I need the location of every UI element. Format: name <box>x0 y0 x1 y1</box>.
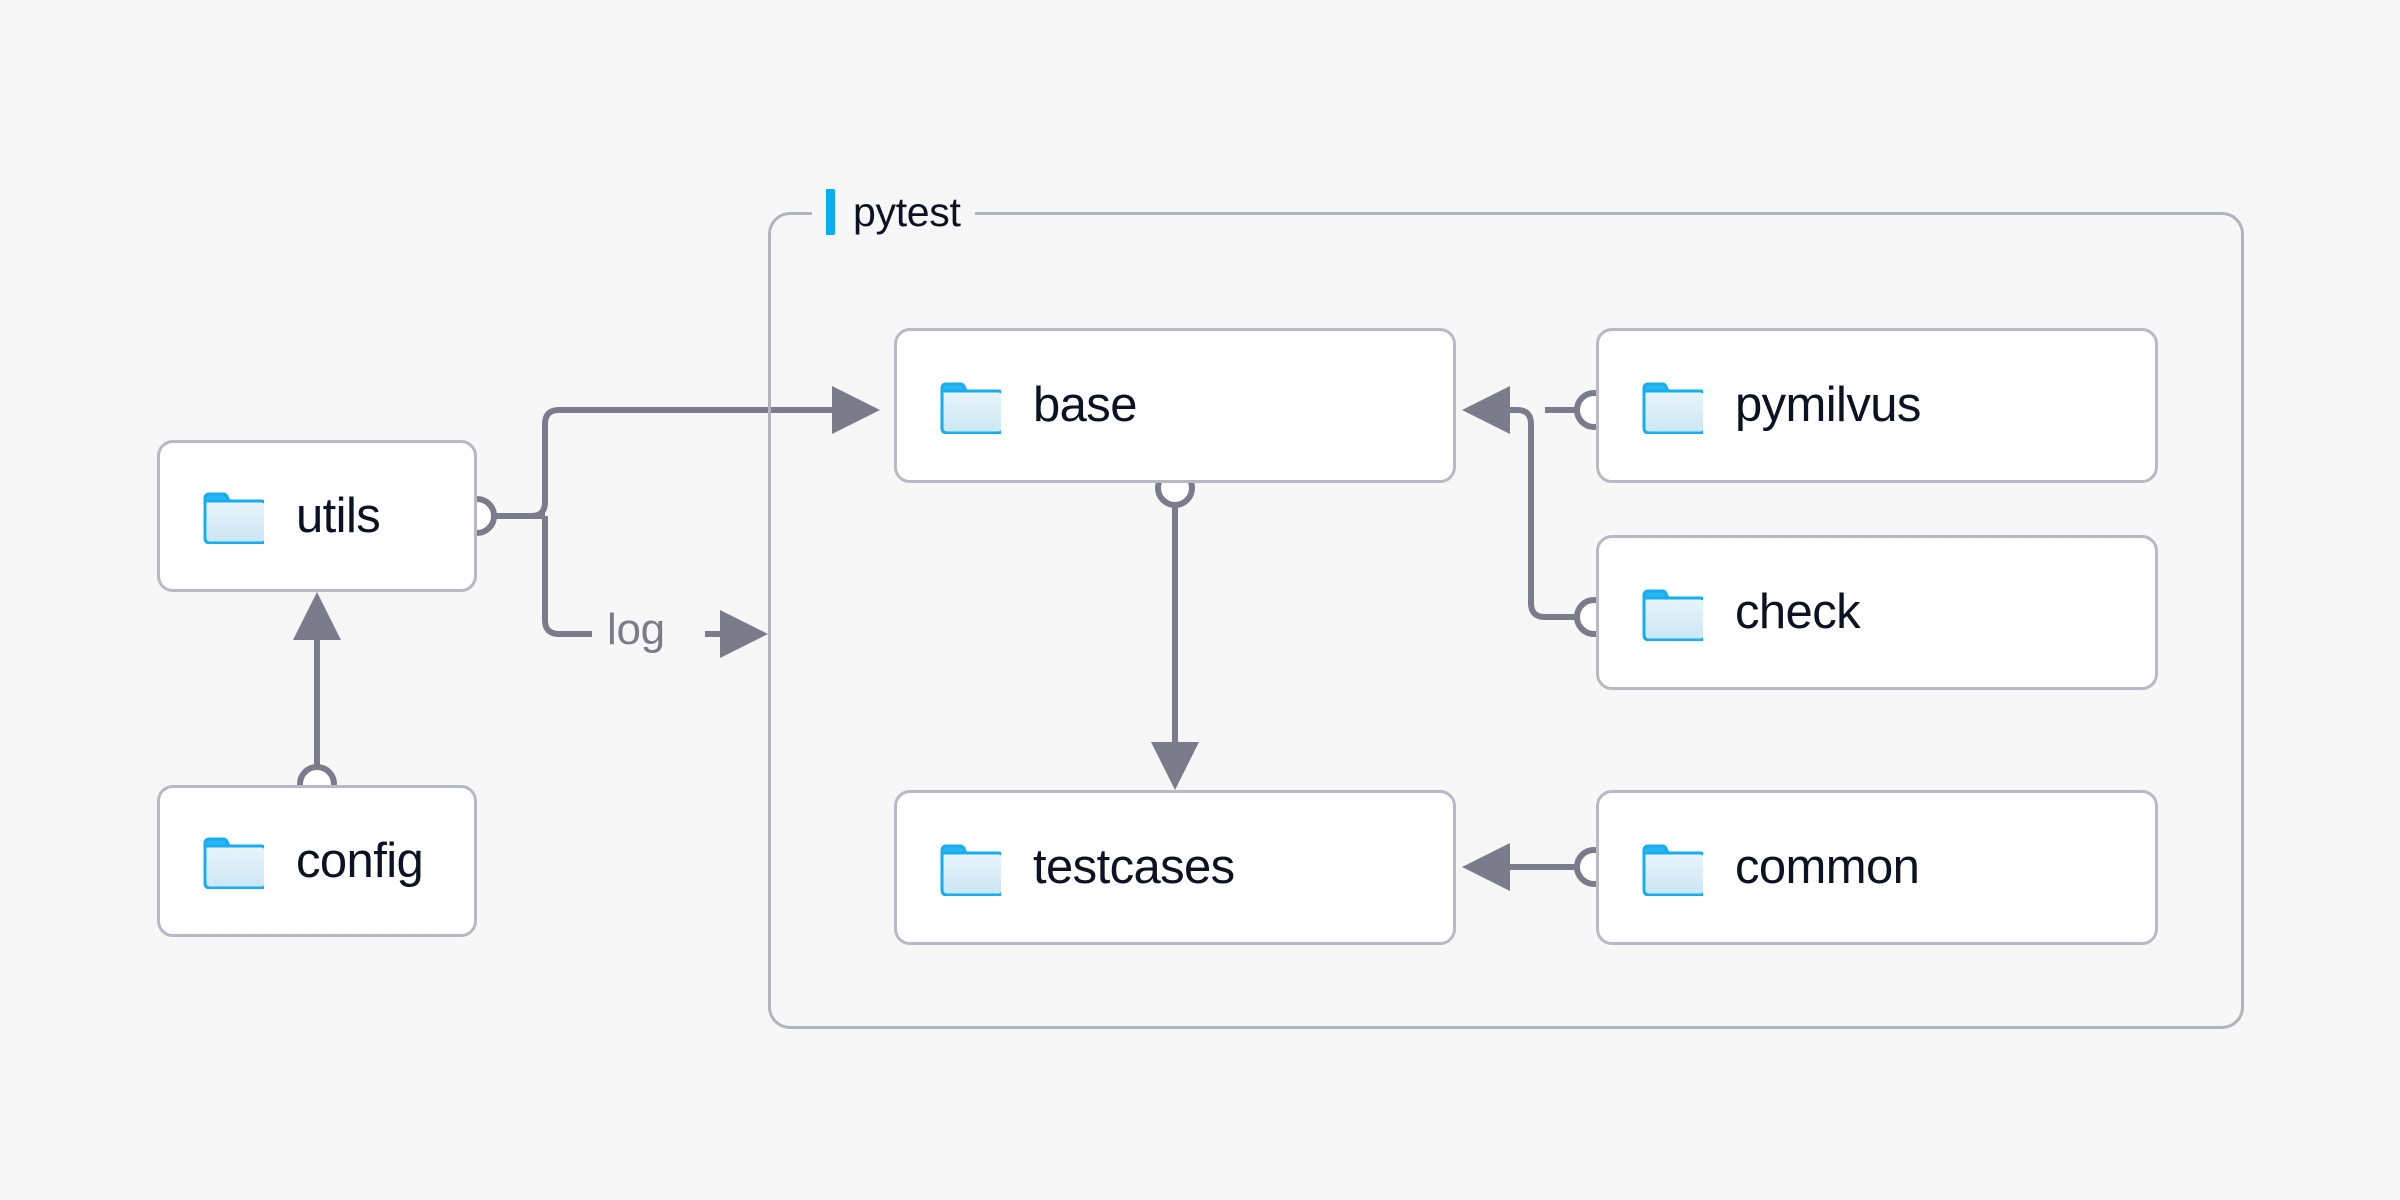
node-label: pymilvus <box>1735 378 1921 432</box>
node-label: config <box>296 833 424 888</box>
folder-icon <box>1642 382 1703 434</box>
edge-label-log: log <box>607 605 665 654</box>
accent-bar-icon <box>826 189 835 235</box>
node-label: utils <box>296 488 381 543</box>
node-check[interactable]: check <box>1596 535 2158 690</box>
node-pymilvus[interactable]: pymilvus <box>1596 328 2158 483</box>
folder-icon <box>1642 589 1703 641</box>
pytest-group-container[interactable] <box>768 212 2244 1029</box>
node-config[interactable]: config <box>157 785 477 937</box>
node-common[interactable]: common <box>1596 790 2158 945</box>
edge-utils-to-log <box>542 515 592 637</box>
folder-icon <box>203 492 264 544</box>
folder-icon <box>940 382 1001 434</box>
node-label: check <box>1735 585 1861 639</box>
node-label: testcases <box>1033 840 1235 894</box>
node-testcases[interactable]: testcases <box>894 790 1456 945</box>
node-base[interactable]: base <box>894 328 1456 483</box>
folder-icon <box>203 837 264 889</box>
folder-icon <box>1642 844 1703 896</box>
node-label: common <box>1735 840 1920 894</box>
pytest-group-label: pytest <box>812 184 975 240</box>
folder-icon <box>940 844 1001 896</box>
node-label: base <box>1033 378 1137 432</box>
pytest-group-title: pytest <box>853 188 961 235</box>
node-utils[interactable]: utils <box>157 440 477 592</box>
